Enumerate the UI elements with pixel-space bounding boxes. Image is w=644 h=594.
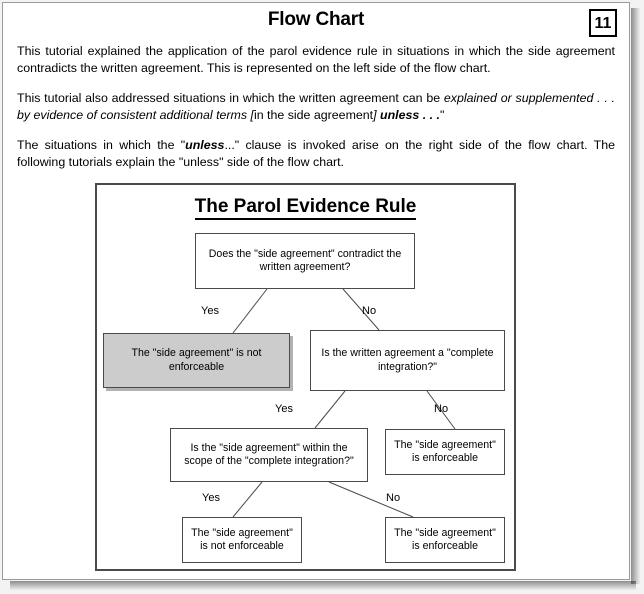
flowchart-edge-label-yes-2: Yes [275, 403, 293, 415]
paragraph-3-bold-italic: unless [185, 138, 225, 152]
paragraph-1: This tutorial explained the application … [17, 44, 615, 75]
body-text-block: This tutorial explained the application … [17, 43, 615, 170]
flowchart-node-enforceable-bottom-right: The "side agreement" is enforceable [385, 517, 505, 563]
paragraph-3-lead: The situations in which the " [17, 138, 186, 152]
flowchart-panel: The Parol Evidence Rule [95, 183, 516, 571]
flowchart-edge-label-yes-3: Yes [202, 492, 220, 504]
page-shadow-right [631, 8, 640, 584]
page-title: Flow Chart [267, 9, 365, 30]
flowchart-canvas: Does the "side agreement" contradict the… [97, 185, 514, 569]
paragraph-2-bracket-close: ] [373, 107, 381, 122]
flowchart-node-question-complete-integration: Is the written agreement a "complete int… [310, 330, 505, 391]
paragraph-2-lead: This tutorial also addressed situations … [17, 91, 444, 105]
page-number-badge: 11 [589, 9, 617, 37]
flowchart-edge-label-yes-1: Yes [201, 305, 219, 317]
paragraph-3-mid: ..." clause is invoked arise on the righ… [17, 138, 616, 169]
paragraph-2-tail: " [439, 107, 445, 122]
document-sheet: Flow Chart 11 This tutorial explained th… [2, 2, 630, 580]
page-shadow-bottom [10, 581, 636, 590]
flowchart-node-not-enforceable-bottom-left: The "side agreement" is not enforceable [182, 517, 302, 563]
flowchart-edge-label-no-1: No [362, 305, 377, 317]
paragraph-2-italic: explained or supplemented . . . by evide… [17, 91, 615, 122]
flowchart-node-not-enforceable-shaded: The "side agreement" is not enforceable [103, 333, 290, 388]
flowchart-node-question-contradict: Does the "side agreement" contradict the… [195, 233, 415, 289]
paragraph-2-bold-italic: unless . . . [380, 107, 440, 122]
flowchart-edge-label-no-2: No [434, 403, 449, 415]
flowchart-node-enforceable-right-upper: The "side agreement" is enforceable [385, 429, 505, 475]
flowchart-node-question-within-scope: Is the "side agreement" within the scope… [170, 428, 368, 482]
paragraph-3: The situations in which the "unless..." … [17, 137, 615, 170]
flowchart-title: The Parol Evidence Rule [97, 196, 514, 220]
flowchart-title-text: The Parol Evidence Rule [194, 196, 417, 220]
document-header: Flow Chart 11 [3, 3, 629, 39]
paragraph-2-bracket-open: [ [250, 107, 254, 122]
paragraph-2-upright: in the side agreement [253, 107, 374, 122]
flowchart-edge-label-no-3: No [386, 492, 401, 504]
paragraph-2: This tutorial also addressed situations … [17, 90, 615, 123]
